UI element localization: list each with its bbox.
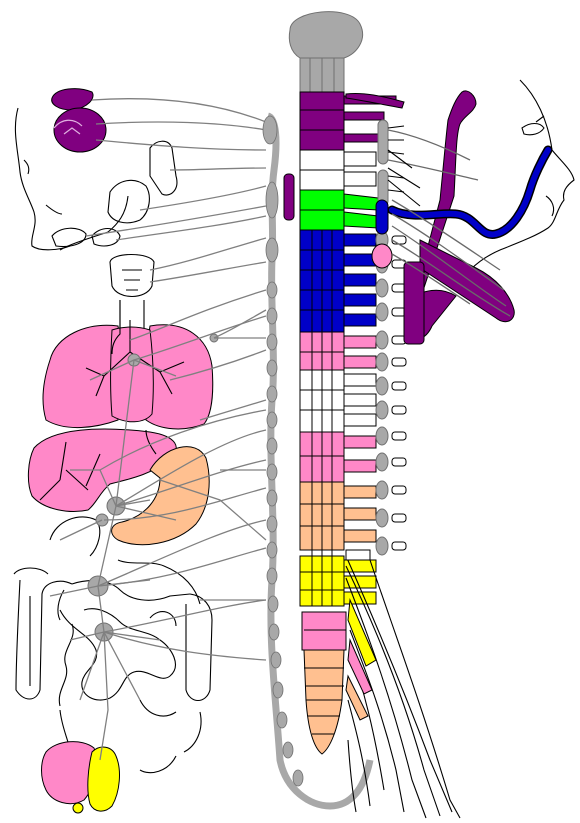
head-profile-right-icon: [470, 80, 574, 270]
cranial-nerve-blue: [392, 150, 548, 234]
bladder-icon: [42, 742, 120, 813]
dorsal-root-ganglia: [376, 120, 388, 555]
brainstem-icon: [289, 12, 362, 92]
larynx-icon: [110, 255, 154, 331]
eye-icon: [52, 89, 106, 152]
spinal-cord: [300, 92, 346, 754]
spinal-nerve-roots: [344, 96, 396, 604]
salivary-glands: [52, 141, 177, 246]
intestine-icon: [14, 517, 212, 773]
sympathetic-nerve-fibers: [50, 99, 266, 760]
